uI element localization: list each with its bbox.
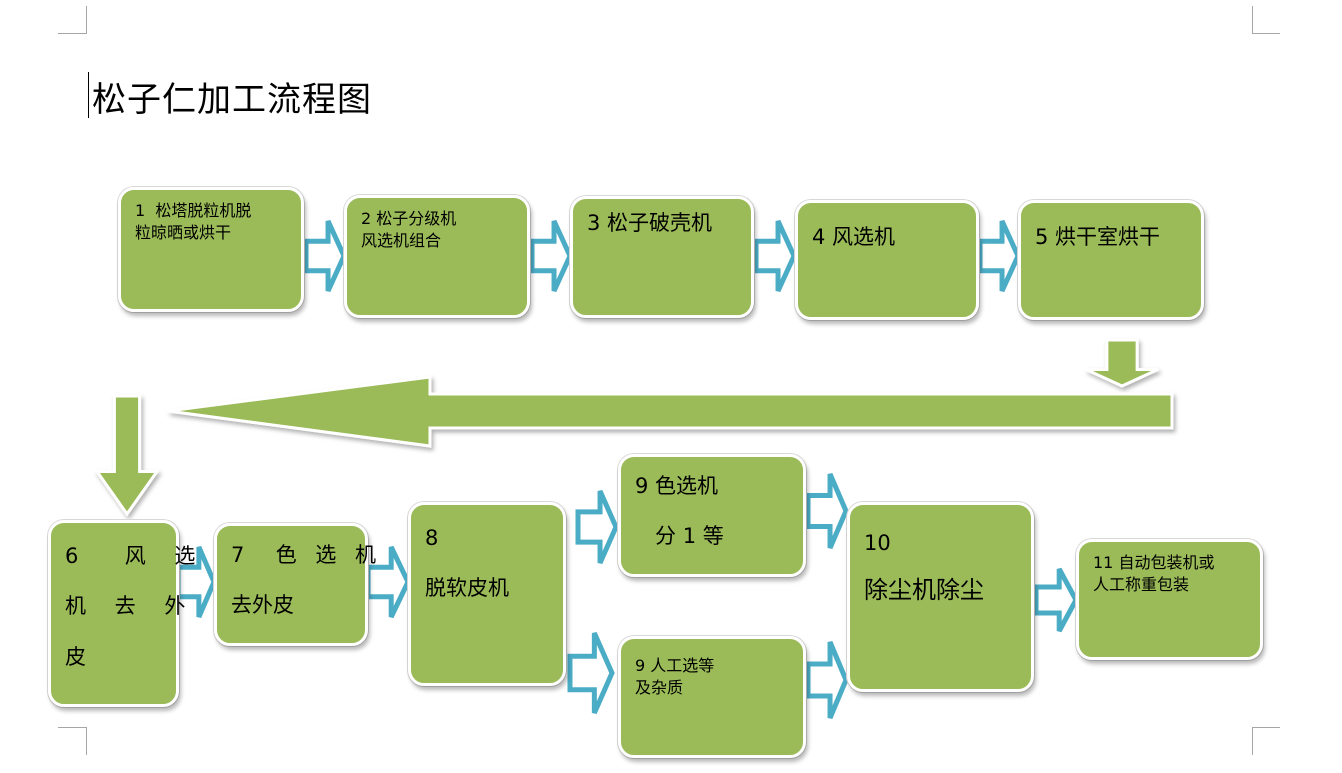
arrow-4-to-5 bbox=[977, 219, 1021, 293]
step-5-line-1: 5 烘干室烘干 bbox=[1035, 225, 1161, 249]
step-10-line-2: 除尘机除尘 bbox=[864, 576, 984, 605]
step-11-line-1: 11 自动包装机或 bbox=[1093, 553, 1215, 572]
step-4-line-1: 4 风选机 bbox=[812, 225, 896, 249]
arrow-7-to-8 bbox=[365, 545, 411, 619]
step-2-line-2: 风选机组合 bbox=[361, 230, 442, 250]
arrow-3-to-4 bbox=[753, 219, 797, 293]
step-6-line-3: 皮 bbox=[65, 644, 97, 669]
step-1-line-2: 粒晾晒或烘干 bbox=[135, 222, 232, 242]
step-6-line-1: 6 风 选 bbox=[65, 544, 207, 568]
step-7-line-2: 去外皮 bbox=[231, 593, 294, 618]
step-9b-node[interactable]: 9 人工选等 及杂质 bbox=[618, 636, 806, 758]
arrow-2-to-3 bbox=[529, 219, 573, 293]
big-left-arrow bbox=[167, 375, 1174, 448]
arrow-6-to-7 bbox=[175, 546, 217, 618]
arrow-5-down bbox=[1085, 338, 1159, 388]
step-8-node[interactable]: 8 脱软皮机 bbox=[408, 502, 566, 686]
step-11-node[interactable]: 11 自动包装机或 人工称重包装 bbox=[1076, 539, 1263, 660]
step-7-node[interactable]: 7 色 选 机 去外皮 bbox=[214, 523, 383, 646]
step-9a-line-2: 分 1 等 bbox=[635, 524, 724, 549]
step-8-line-2: 脱软皮机 bbox=[425, 576, 509, 601]
step-3-line-1: 3 松子破壳机 bbox=[587, 211, 713, 235]
arrow-1-to-2 bbox=[303, 219, 347, 293]
step-6-line-2: 机 去 外 bbox=[65, 594, 197, 619]
text-cursor bbox=[88, 72, 89, 118]
step-9a-node[interactable]: 9 色选机 分 1 等 bbox=[618, 454, 806, 577]
step-5-node[interactable]: 5 烘干室烘干 bbox=[1018, 200, 1204, 320]
arrow-9a-to-10 bbox=[805, 473, 849, 549]
arrow-down-to-6 bbox=[94, 394, 160, 517]
step-9b-line-2: 及杂质 bbox=[635, 677, 684, 697]
step-8-line-1: 8 bbox=[425, 526, 439, 550]
step-7-line-1: 7 色 选 机 bbox=[231, 543, 383, 567]
step-6-node[interactable]: 6 风 选 机 去 外 皮 bbox=[48, 520, 207, 707]
step-2-node[interactable]: 2 松子分级机 风选机组合 bbox=[344, 195, 530, 318]
page-title[interactable]: 松子仁加工流程图 bbox=[92, 80, 372, 120]
step-1-line-1: 1 松塔脱粒机脱 bbox=[135, 201, 252, 220]
step-9a-line-1: 9 色选机 bbox=[635, 474, 719, 498]
step-1-node[interactable]: 1 松塔脱粒机脱 粒晾晒或烘干 bbox=[118, 187, 304, 312]
step-3-node[interactable]: 3 松子破壳机 bbox=[570, 196, 754, 318]
step-4-node[interactable]: 4 风选机 bbox=[795, 200, 979, 320]
step-9b-line-1: 9 人工选等 bbox=[635, 656, 715, 675]
step-10-line-1: 10 bbox=[864, 531, 891, 555]
arrow-8-to-9b bbox=[567, 631, 615, 715]
arrow-10-to-11 bbox=[1033, 567, 1079, 633]
arrow-8-to-9a bbox=[575, 489, 619, 565]
arrow-9b-to-10 bbox=[805, 641, 849, 719]
step-11-line-2: 人工称重包装 bbox=[1093, 574, 1190, 594]
step-2-line-1: 2 松子分级机 bbox=[361, 209, 457, 228]
step-10-node[interactable]: 10 除尘机除尘 bbox=[847, 502, 1034, 692]
